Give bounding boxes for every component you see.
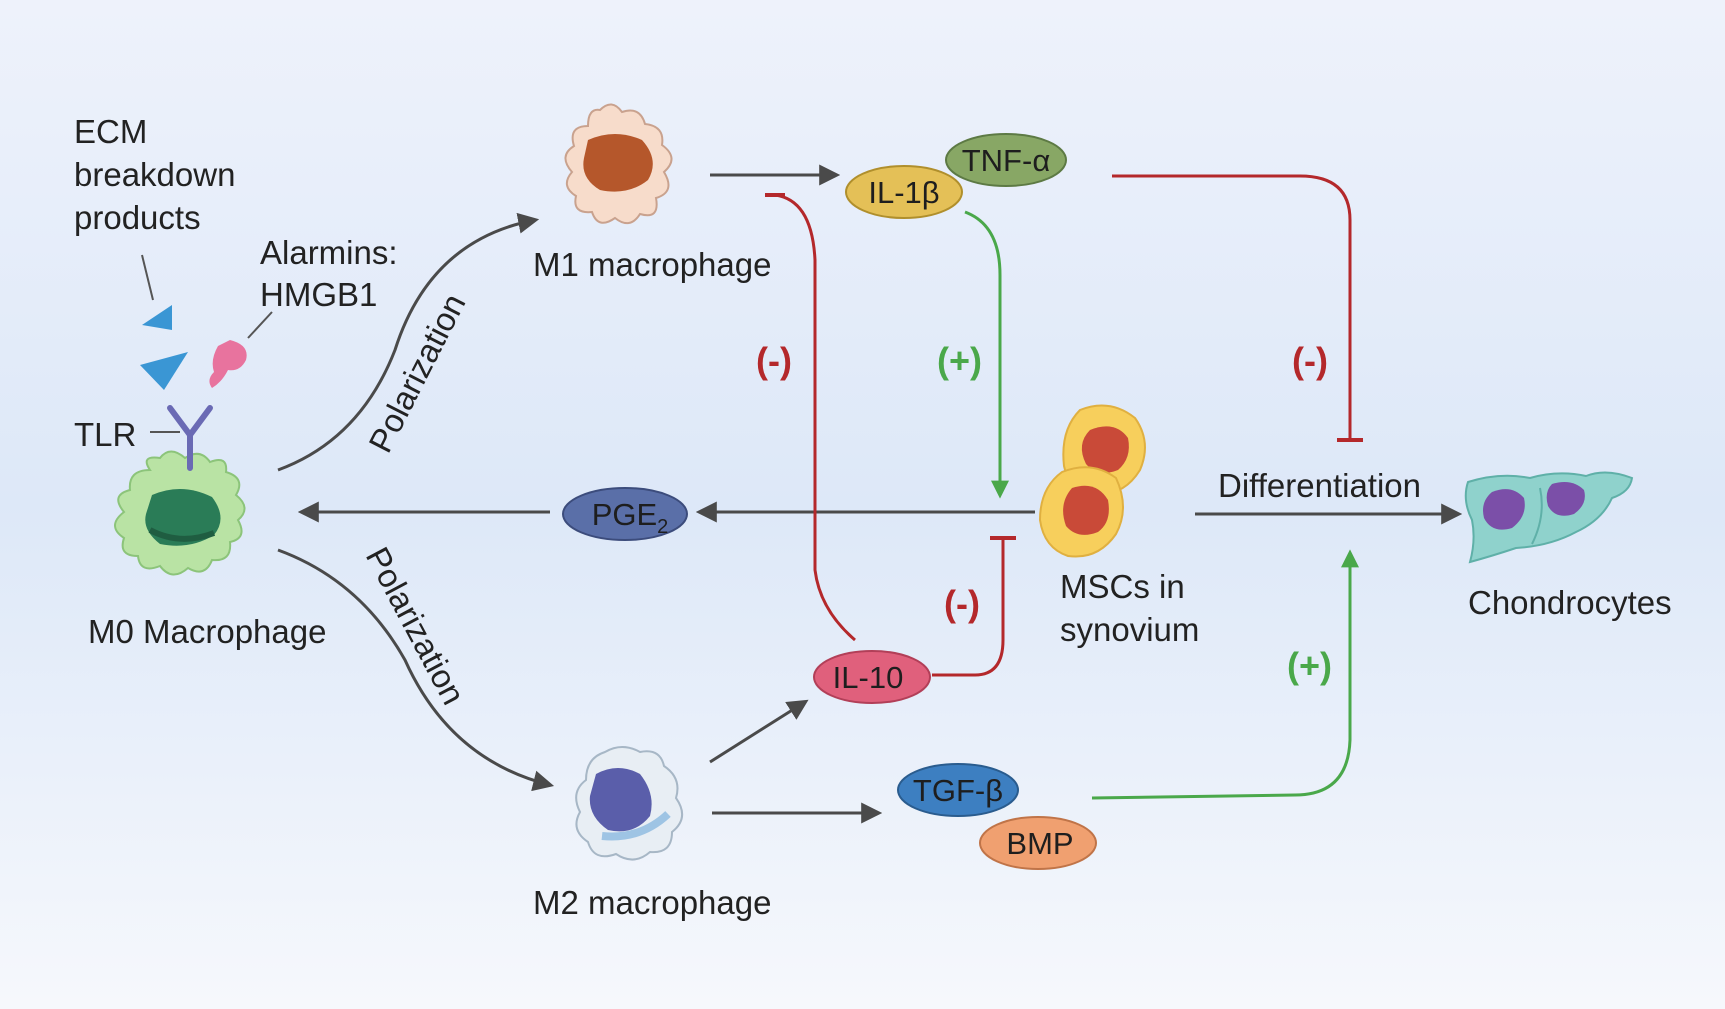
alarmins-label-line2: HMGB1 (260, 276, 377, 313)
bmp-label: BMP (1006, 826, 1073, 861)
msc-label-line2: synovium (1060, 611, 1199, 648)
ecm-label-line2: breakdown (74, 156, 235, 193)
tnfa-inhibit-sign: (-) (1292, 340, 1328, 381)
ecm-label-line3: products (74, 199, 201, 236)
tlr-receptor-icon (150, 405, 213, 471)
msc-label-line1: MSCs in (1060, 568, 1185, 605)
hmgb1-alarmin-icon (209, 311, 273, 388)
il10-pill: IL-10 (813, 650, 931, 704)
m2-macrophage-cell-icon (575, 746, 683, 861)
il10-inhibits-msc-line (932, 540, 1005, 677)
tnfa-inhibits-diff-line (1112, 174, 1352, 440)
pge2-label: PGE2 (592, 497, 669, 538)
tgfb-label: TGF-β (913, 773, 1003, 808)
m2-to-il10-arrow (709, 699, 809, 764)
pge2-pill: PGE2 (562, 487, 688, 541)
tlr-label: TLR (74, 416, 136, 453)
m1-il10-inhibit-sign: (-) (756, 340, 792, 381)
ecm-fragment-icon (140, 254, 188, 390)
il1b-pill: IL-1β (845, 165, 963, 219)
msc-cell-icon (1038, 404, 1146, 558)
il10-inhibits-m1-line (774, 193, 856, 642)
m2-label: M2 macrophage (533, 884, 771, 921)
m0-macrophage-cell-icon (114, 450, 246, 576)
tgfb-pill: TGF-β (897, 763, 1019, 817)
m0-label: M0 Macrophage (88, 613, 326, 650)
tgfb-promote-sign: (+) (1287, 645, 1332, 686)
il10-inhibit-sign: (-) (944, 583, 980, 624)
ecm-label-line1: ECM (74, 113, 147, 150)
tgfb-promotes-diff-arrow (1091, 549, 1359, 800)
chondrocytes-label: Chondrocytes (1468, 584, 1672, 621)
il1b-label: IL-1β (868, 175, 939, 210)
tnfa-pill: TNF-α (945, 133, 1067, 187)
polarization-m2-arrow (277, 548, 555, 792)
il1b-promotes-msc-arrow (964, 210, 1009, 499)
il10-label: IL-10 (833, 660, 904, 695)
polarization-m1-arrow (277, 212, 540, 472)
m1-macrophage-cell-icon (564, 103, 673, 225)
alarmins-label-line1: Alarmins: (260, 234, 398, 271)
tnfa-label: TNF-α (962, 143, 1051, 178)
differentiation-label: Differentiation (1218, 467, 1421, 504)
m1-label: M1 macrophage (533, 246, 771, 283)
il1b-promote-sign: (+) (937, 340, 982, 381)
pge2-label-base: PGE (592, 497, 657, 532)
chondrocytes-cell-icon (1464, 471, 1634, 564)
bmp-pill: BMP (979, 816, 1097, 870)
pge2-label-sub: 2 (657, 516, 668, 538)
